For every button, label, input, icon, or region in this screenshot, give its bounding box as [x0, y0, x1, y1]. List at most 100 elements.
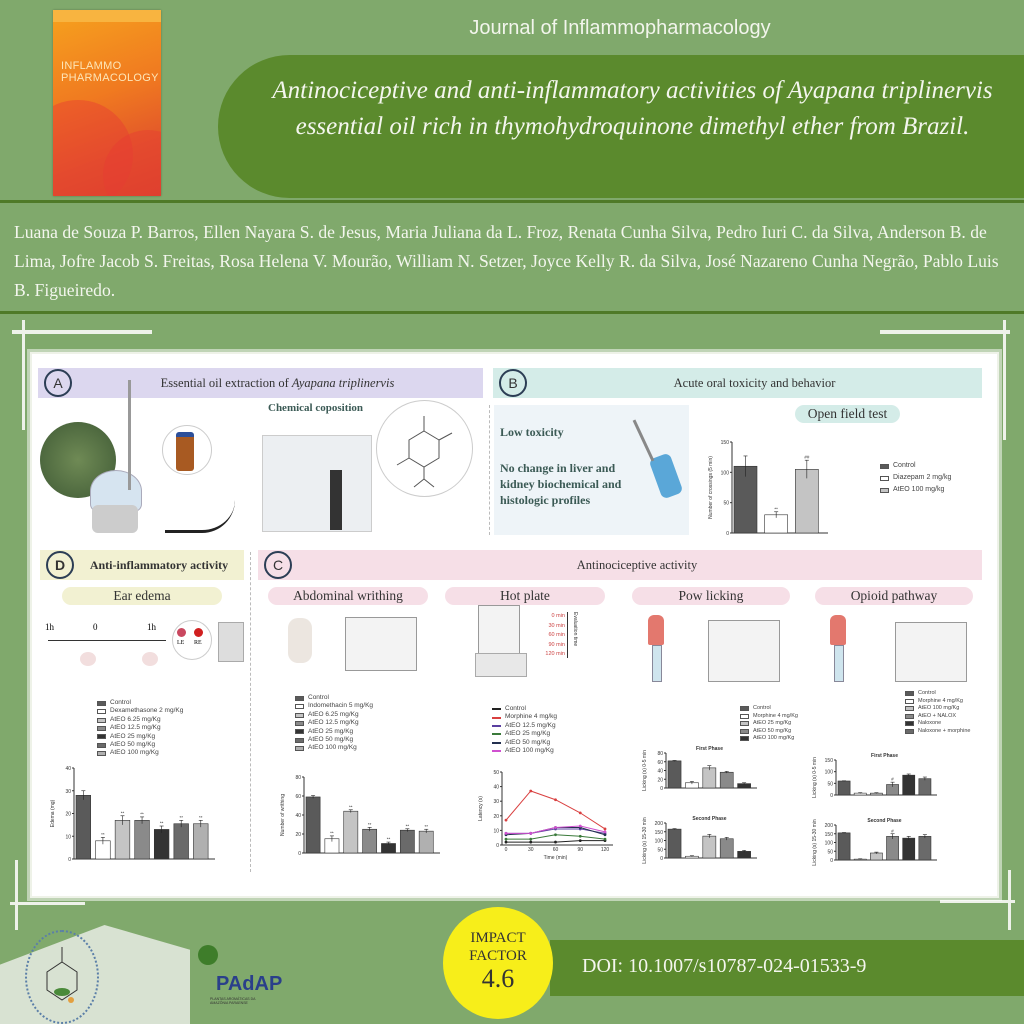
eval-time: 120 min: [545, 651, 565, 657]
data-point: [504, 840, 508, 844]
oil-bottle-icon: [176, 432, 194, 471]
legend-label: AtEO 100 mg/kg: [893, 486, 945, 493]
observation-cage: [895, 622, 967, 682]
legend-swatch: [97, 717, 106, 723]
legend-item: AtEO 50 mg/Kg: [492, 739, 557, 747]
legend-swatch: [492, 708, 501, 711]
legend-item: AtEO 100 mg/kg: [880, 484, 951, 496]
frame-stroke: [10, 902, 85, 905]
legend-item: AtEO 12.5 mg/Kg: [295, 719, 373, 727]
y-axis-label: Licking (s) 15-30 min: [812, 819, 818, 866]
journal-cover: INFLAMMO PHARMACOLOGY: [53, 10, 161, 196]
legend-item: Morphine 4 mg/Kg: [905, 698, 970, 706]
legend-item: AtEO 12.5 mg/Kg: [97, 724, 183, 732]
panel-letter: A: [44, 369, 72, 397]
legend-label: AtEO 50 mg/Kg: [308, 736, 354, 744]
y-tick-label: 80: [657, 751, 663, 757]
legend-swatch: [492, 716, 501, 719]
legend-swatch: [295, 746, 304, 752]
legend-item: Control: [97, 699, 183, 707]
article-title: Antinociceptive and anti-inflammatory ac…: [272, 77, 993, 140]
data-point: [578, 834, 582, 838]
x-axis-label: Time (min): [544, 855, 568, 861]
legend-label: AtEO 6.25 mg/Kg: [308, 710, 359, 718]
paw-icon: [648, 615, 664, 645]
frame-stroke: [880, 330, 1010, 334]
legend-swatch: [295, 720, 304, 726]
ears-circle: [172, 620, 212, 660]
legend-swatch: [492, 725, 501, 728]
frame-stroke: [15, 860, 18, 930]
significance-mark: **: [424, 824, 428, 829]
significance-mark: **: [101, 832, 105, 837]
legend-label: AtEO + NALOX: [918, 712, 957, 719]
chart-title: First Phase: [696, 746, 723, 752]
divider: [0, 311, 1024, 314]
data-point: [529, 840, 533, 844]
syringe-icon: [834, 645, 844, 682]
bar: [902, 774, 916, 796]
legend-swatch: [880, 475, 889, 481]
y-tick-label: 150: [655, 830, 664, 836]
data-point: [603, 837, 607, 841]
bar: [75, 794, 91, 860]
chemical-composition-label: Chemical coposition: [268, 402, 364, 414]
lab-logo: [25, 930, 99, 1024]
panel-letter: D: [46, 551, 74, 579]
bar: [667, 828, 682, 859]
data-point: [504, 837, 508, 841]
significance-mark: **: [121, 810, 125, 815]
x-tick-label: 60: [553, 847, 559, 853]
y-tick-label: 20: [657, 777, 663, 783]
data-point: [554, 833, 557, 837]
legend-item: AtEO 25 mg/Kg: [295, 728, 373, 736]
bar: [399, 829, 415, 854]
y-tick-label: 20: [65, 812, 71, 818]
observation-cage: [708, 620, 780, 682]
legend-swatch: [905, 728, 914, 734]
y-axis-label: Licking (s) 15-30 min: [642, 817, 648, 864]
condenser-icon: [128, 380, 131, 490]
right-ear-label: RE: [194, 640, 202, 646]
legend-label: Naloxone + morphine: [918, 727, 971, 734]
data-point: [554, 798, 557, 802]
legend-swatch: [97, 725, 106, 731]
impact-label: IMPACT: [470, 930, 526, 946]
bar: [193, 823, 209, 860]
legend-label: AtEO 50 mg/Kg: [110, 741, 156, 749]
eval-time: 60 min: [548, 632, 565, 638]
panel-c-header: C Antinociceptive activity: [258, 550, 982, 580]
y-tick-label: 150: [825, 832, 834, 838]
legend-label: Control: [753, 705, 771, 711]
bar: [362, 828, 378, 854]
y-tick-label: 30: [65, 789, 71, 795]
legend-swatch: [492, 750, 501, 753]
legend-item: AtEO 100 mg/Kg: [295, 744, 373, 752]
significance-mark: #: [891, 828, 894, 833]
legend-item: AtEO 25 mg/Kg: [492, 730, 557, 738]
legend-label: AtEO 50 mg/Kg: [753, 727, 792, 734]
legend-label: Dexamethasone 2 mg/Kg: [110, 707, 184, 715]
low-toxicity-text: Low toxicity: [500, 425, 564, 439]
frame-stroke: [12, 330, 152, 334]
legend-swatch: [740, 728, 749, 734]
legend-label: Control: [110, 699, 131, 706]
y-tick-label: 50: [723, 501, 729, 507]
paw-icon: [830, 615, 846, 645]
data-point: [603, 830, 607, 834]
syringe-icon: [652, 645, 662, 682]
y-tick-label: 40: [65, 766, 71, 772]
gc-ms-panel: [330, 470, 342, 530]
data-point: [603, 833, 607, 837]
legend-swatch: [295, 729, 304, 735]
bar: [667, 760, 682, 789]
y-tick-label: 100: [655, 839, 664, 845]
legend-swatch: [880, 463, 889, 469]
significance-mark: **: [199, 815, 203, 820]
doi-link[interactable]: DOI: 10.1007/s10787-024-01533-9: [582, 955, 867, 977]
y-tick-label: 150: [825, 758, 834, 764]
